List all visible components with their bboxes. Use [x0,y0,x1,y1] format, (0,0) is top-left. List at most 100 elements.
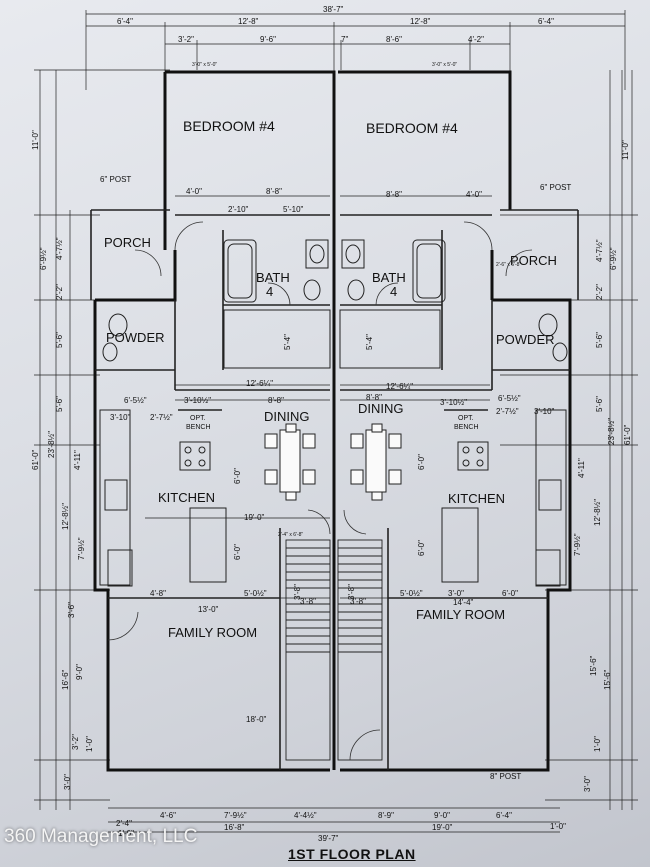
dim-kitchen-v3: 6'-0" [417,454,426,470]
dim-family-right-width: 14'-4" [453,598,474,607]
dim-right-12: 15'-6" [603,669,612,690]
dim-top2-2: 9'-6" [260,35,276,44]
dim-family-left-a: 4'-8" [150,589,166,598]
kitchen-fixtures [99,409,567,587]
dim-family-left-height: 18'-0" [246,715,267,724]
dim-door-1: 2'-4" x 6'-8" [278,532,303,538]
dim-bottom-1: 4'-6" [160,811,176,820]
dim-hall-left: 12'-6¼" [246,379,273,388]
stairs [285,539,383,761]
dim-right-11: 7'-9½" [573,533,582,556]
dim-bed-left-a: 4'-0" [186,187,202,196]
dim-kitchen-mid: 19'-0" [244,513,265,522]
dim-bath-length-right: 5'-4" [365,334,374,350]
room-label-porch-left: PORCH [104,235,151,250]
dim-right-4: 2'-2" [595,284,604,300]
dim-family-right-b: 3'-0" [448,589,464,598]
dim-right-2: 6'-9½" [609,247,618,270]
dim-bottom-9: 19'-0" [432,823,453,832]
dim-dining-right: 8'-8" [366,393,382,402]
dim-left-3: 4'-7½" [55,237,64,260]
room-label-dining-left: DINING [264,409,310,424]
dim-family-right-a: 5'-0½" [400,589,423,598]
dim-bottom-overall: 39'-7" [318,834,339,843]
exterior-walls [93,70,572,772]
dim-bath-left-b: 5'-10" [283,205,304,214]
dim-right-3: 4'-7½" [595,239,604,262]
dim-kitchen-left-a: 6'-5½" [124,396,147,405]
dim-bath-left-a: 2'-10" [228,205,249,214]
dim-family-right-height: 15'-6" [589,655,598,676]
dim-left-13: 16'-6" [61,669,70,690]
room-label-bench-left: OPT. [190,415,206,422]
room-label-bedroom-right: BEDROOM #4 [366,120,458,136]
note-post-top-left: 6" POST [100,175,131,184]
dim-left-10: 12'-8½" [61,503,70,530]
room-label-bath-right-num: 4 [390,284,397,299]
dim-kitchen-left-d: 2'-7½" [150,413,173,422]
dim-family-left-b: 5'-0½" [244,589,267,598]
dim-kitchen-right-c: 3'-10" [534,407,555,416]
dim-right-9: 4'-11" [577,458,586,478]
room-label-bench-left-2: BENCH [186,424,211,431]
room-label-kitchen-left: KITCHEN [158,490,215,505]
dim-right-7: 61'-0" [623,424,632,445]
dim-window-1: 3'-0" x 5'-0" [192,62,217,68]
dim-kitchen-right-b: 3'-10½" [440,398,467,407]
dim-left-7: 61'-0" [31,449,40,470]
dim-left-5: 5'-6" [55,332,64,348]
dim-bottom-2: 7'-9½" [224,811,247,820]
room-label-powder-right: POWDER [496,332,555,347]
dim-family-right-c: 6'-0" [502,589,518,598]
dim-kitchen-left-b: 3'-10½" [184,396,211,405]
dim-right-5: 5'-6" [595,332,604,348]
company-watermark: 360 Management, LLC [4,826,198,847]
dim-bottom-7: 2'-4" [116,819,132,828]
dining-furniture [264,423,402,501]
dim-family-left-c: 3'-8" [300,597,316,606]
door-swings [107,221,533,761]
dim-left-1: 11'-0" [31,130,40,150]
dim-stair-right: 3'-8" [347,584,356,600]
dim-window-2: 3'-0" x 5'-0" [432,62,457,68]
dim-bottom-8: 16'-8" [224,823,245,832]
dim-bath-length-left: 5'-4" [283,334,292,350]
dim-kitchen-right-a: 6'-5½" [498,394,521,403]
dim-bottom-3: 4'-4½" [294,811,317,820]
dim-right-6: 5'-6" [595,396,604,412]
dim-bottom-5: 9'-0" [434,811,450,820]
note-post-top-right: 6" POST [540,183,571,192]
dim-right-10: 12'-8½" [593,499,602,526]
dim-top2-4: 8'-6" [386,35,402,44]
dim-left-6: 5'-6" [55,396,64,412]
dim-left-17: 3'-0" [63,774,72,790]
room-label-bench-right-2: BENCH [454,424,479,431]
dim-kitchen-v1: 6'-0" [233,468,242,484]
dim-kitchen-v4: 6'-0" [417,540,426,556]
dim-bottom-4: 8'-9" [378,811,394,820]
room-label-dining-right: DINING [358,401,404,416]
dim-top-4: 6'-4" [538,17,554,26]
dim-family-left-width: 13'-0" [198,605,219,614]
room-label-bath-left-num: 4 [266,284,273,299]
room-label-family-left: FAMILY ROOM [168,625,257,640]
dim-bed-right-a: 8'-8" [386,190,402,199]
dim-top-1: 6'-4" [117,17,133,26]
room-label-powder-left: POWDER [106,330,165,345]
dim-kitchen-left-c: 3'-10" [110,413,131,422]
plan-title: 1ST FLOOR PLAN [288,846,416,862]
dim-bottom-11: 1'-0" [550,822,566,831]
dim-left-8: 23'-8½" [47,431,56,458]
room-label-bath-left: BATH [256,270,290,285]
room-label-porch-right: PORCH [510,253,557,268]
dim-bottom-10: 1'-0" [118,829,134,838]
dim-left-2: 6'-9½" [39,247,48,270]
room-label-bedroom-left: BEDROOM #4 [183,118,275,134]
dim-kitchen-right-d: 2'-7½" [496,407,519,416]
bath-fixtures [102,239,568,369]
note-post-bottom-right: 8" POST [490,772,521,781]
dim-left-4: 2'-2" [55,284,64,300]
room-label-family-right: FAMILY ROOM [416,607,505,622]
